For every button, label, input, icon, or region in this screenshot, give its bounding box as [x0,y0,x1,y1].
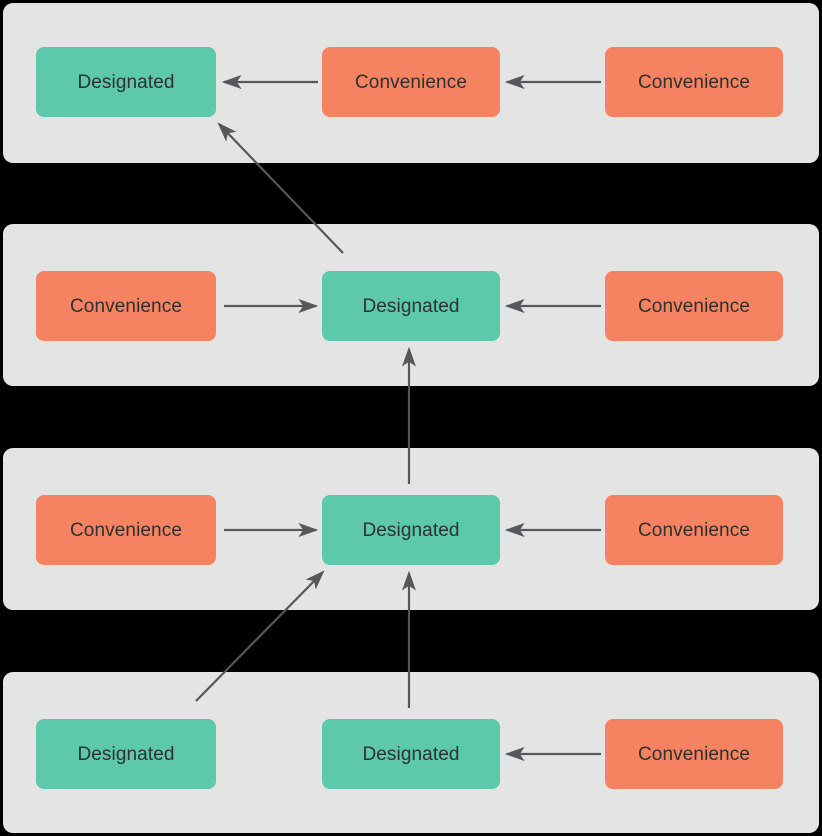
node-label: Designated [77,743,175,765]
node-label: Convenience [354,71,467,93]
swimlane-2: Convenience Designated Convenience [3,224,819,386]
node-designated-4-2[interactable]: Designated [322,719,500,789]
node-designated-1-1[interactable]: Designated [36,47,216,117]
node-designated-2-2[interactable]: Designated [322,271,500,341]
node-label: Convenience [637,743,750,765]
node-label: Convenience [637,71,750,93]
node-label: Convenience [637,519,750,541]
node-label: Designated [362,295,460,317]
node-convenience-3-3[interactable]: Convenience [605,495,783,565]
node-label: Designated [362,743,460,765]
node-convenience-1-2[interactable]: Convenience [322,47,500,117]
node-convenience-2-1[interactable]: Convenience [36,271,216,341]
node-label: Convenience [637,295,750,317]
node-label: Convenience [69,519,182,541]
swimlane-1: Designated Convenience Convenience [3,3,819,163]
node-designated-3-2[interactable]: Designated [322,495,500,565]
node-designated-4-1[interactable]: Designated [36,719,216,789]
node-convenience-4-3[interactable]: Convenience [605,719,783,789]
node-label: Designated [362,519,460,541]
node-label: Convenience [69,295,182,317]
node-convenience-2-3[interactable]: Convenience [605,271,783,341]
swimlane-3: Convenience Designated Convenience [3,448,819,610]
node-label: Designated [77,71,175,93]
swimlane-4: Designated Designated Convenience [3,672,819,833]
node-convenience-1-3[interactable]: Convenience [605,47,783,117]
node-convenience-3-1[interactable]: Convenience [36,495,216,565]
